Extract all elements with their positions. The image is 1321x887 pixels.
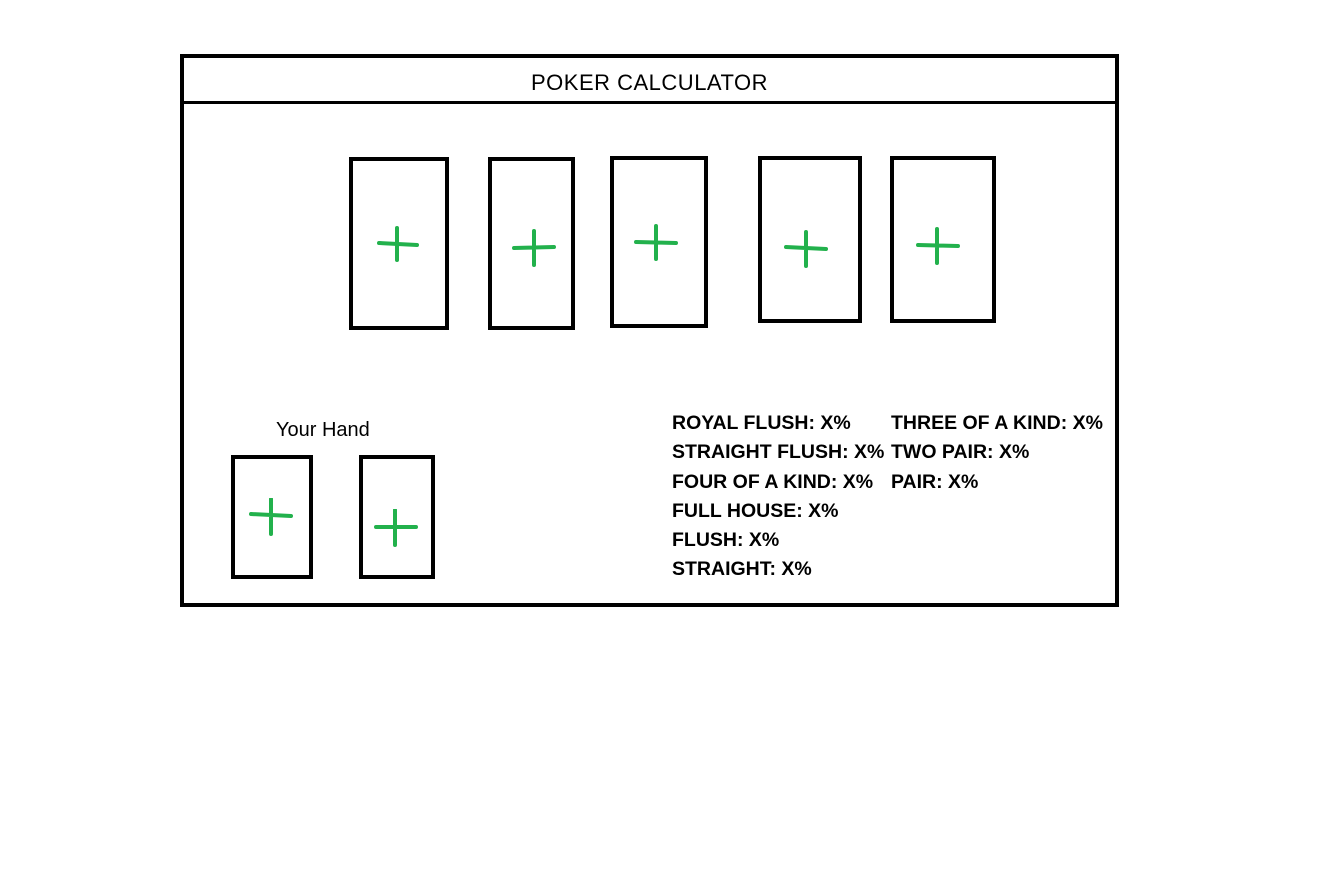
odds-straight-flush: STRAIGHT FLUSH: X% bbox=[672, 441, 885, 464]
odds-two-pair: TWO PAIR: X% bbox=[891, 441, 1030, 464]
odds-four-of-a-kind: FOUR OF A KIND: X% bbox=[672, 470, 874, 493]
plus-icon bbox=[512, 229, 556, 267]
odds-pair: PAIR: X% bbox=[891, 470, 979, 493]
odds-royal-flush: ROYAL FLUSH: X% bbox=[672, 412, 851, 434]
odds-full-house: FULL HOUSE: X% bbox=[672, 499, 839, 522]
your-hand-label: Your Hand bbox=[276, 419, 370, 441]
plus-icon bbox=[375, 225, 419, 263]
odds-column-left: ROYAL FLUSH: X% STRAIGHT FLUSH: X% FOUR … bbox=[672, 409, 884, 585]
app-title: POKER CALCULATOR bbox=[530, 70, 769, 95]
plus-icon bbox=[374, 509, 418, 547]
board-card-slot[interactable] bbox=[890, 156, 996, 323]
hand-card-slot[interactable] bbox=[231, 455, 313, 579]
board-card-slot[interactable] bbox=[349, 157, 449, 330]
poker-calculator-window: POKER CALCULATOR Your Hand bbox=[180, 54, 1119, 607]
board-card-slot[interactable] bbox=[758, 156, 862, 323]
plus-icon bbox=[634, 224, 678, 262]
plus-icon bbox=[784, 230, 828, 268]
odds-three-of-a-kind: THREE OF A KIND: X% bbox=[891, 412, 1103, 434]
plus-icon bbox=[249, 498, 293, 536]
title-bar: POKER CALCULATOR bbox=[184, 58, 1115, 104]
hand-card-slot[interactable] bbox=[359, 455, 435, 579]
board-card-slot[interactable] bbox=[610, 156, 708, 328]
board-card-slot[interactable] bbox=[488, 157, 575, 330]
odds-flush: FLUSH: X% bbox=[672, 529, 780, 552]
odds-straight: STRAIGHT: X% bbox=[672, 558, 812, 581]
odds-column-right: THREE OF A KIND: X% TWO PAIR: X% PAIR: X… bbox=[891, 409, 1103, 497]
plus-icon bbox=[916, 227, 960, 265]
